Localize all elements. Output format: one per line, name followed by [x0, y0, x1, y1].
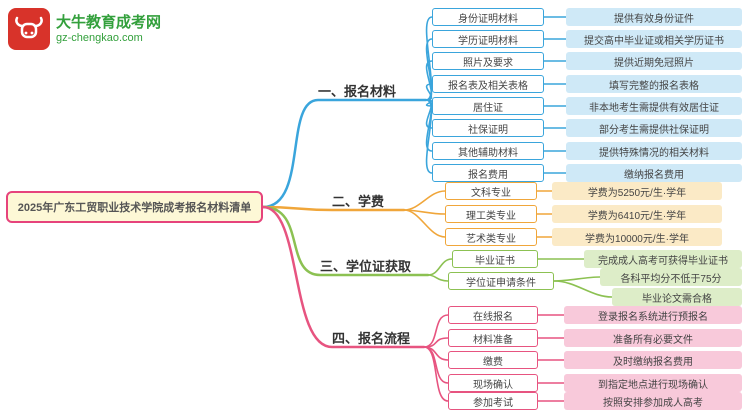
topic-detail: 学费为10000元/生·学年 — [552, 228, 722, 246]
topic-item: 社保证明 — [432, 119, 544, 137]
branch-label-tuition: 二、学费 — [332, 194, 385, 209]
topic-detail: 学费为5250元/生·学年 — [552, 182, 722, 200]
topic-detail: 部分考生需提供社保证明 — [566, 119, 742, 137]
branch-label-registration-materials: 一、报名材料 — [318, 84, 397, 99]
bull-icon — [8, 8, 50, 50]
topic-item: 毕业证书 — [452, 250, 538, 268]
topic-item: 理工类专业 — [445, 205, 537, 223]
topic-item: 学位证申请条件 — [448, 272, 554, 290]
topic-detail: 提供近期免冠照片 — [566, 52, 742, 70]
topic-item: 报名费用 — [432, 164, 544, 182]
topic-detail: 缴纳报名费用 — [566, 164, 742, 182]
topic-item: 居住证 — [432, 97, 544, 115]
topic-detail: 提供有效身份证件 — [566, 8, 742, 26]
topic-detail: 准备所有必要文件 — [564, 329, 742, 347]
site-logo: 大牛教育成考网 gz-chengkao.com — [8, 8, 161, 50]
site-name: 大牛教育成考网 — [56, 13, 162, 31]
topic-detail: 非本地考生需提供有效居住证 — [566, 97, 742, 115]
topic-detail: 各科平均分不低于75分 — [600, 268, 742, 286]
topic-detail: 及时缴纳报名费用 — [564, 351, 742, 369]
branch-label-process: 四、报名流程 — [332, 331, 411, 346]
topic-item: 参加考试 — [448, 392, 538, 410]
topic-item: 身份证明材料 — [432, 8, 544, 26]
topic-detail: 到指定地点进行现场确认 — [564, 374, 742, 392]
topic-item: 文科专业 — [445, 182, 537, 200]
topic-detail: 学费为6410元/生·学年 — [552, 205, 722, 223]
topic-item: 缴费 — [448, 351, 538, 369]
branch-label-degree: 三、学位证获取 — [320, 259, 412, 274]
topic-detail: 提交高中毕业证或相关学历证书 — [566, 30, 742, 48]
topic-detail: 登录报名系统进行预报名 — [564, 306, 742, 324]
topic-item: 艺术类专业 — [445, 228, 537, 246]
topic-item: 学历证明材料 — [432, 30, 544, 48]
topic-item: 在线报名 — [448, 306, 538, 324]
topic-detail: 提供特殊情况的相关材料 — [566, 142, 742, 160]
topic-item: 其他辅助材料 — [432, 142, 544, 160]
topic-item: 照片及要求 — [432, 52, 544, 70]
topic-detail: 填写完整的报名表格 — [566, 75, 742, 93]
topic-detail: 完成成人高考可获得毕业证书 — [584, 250, 742, 268]
site-url: gz-chengkao.com — [56, 31, 143, 44]
topic-item: 材料准备 — [448, 329, 538, 347]
topic-detail: 毕业论文需合格 — [612, 288, 742, 306]
topic-item: 现场确认 — [448, 374, 538, 392]
main-topic-node: 2025年广东工贸职业技术学院成考报名材料清单 — [6, 191, 263, 223]
topic-detail: 按照安排参加成人高考 — [564, 392, 742, 410]
topic-item: 报名表及相关表格 — [432, 75, 544, 93]
